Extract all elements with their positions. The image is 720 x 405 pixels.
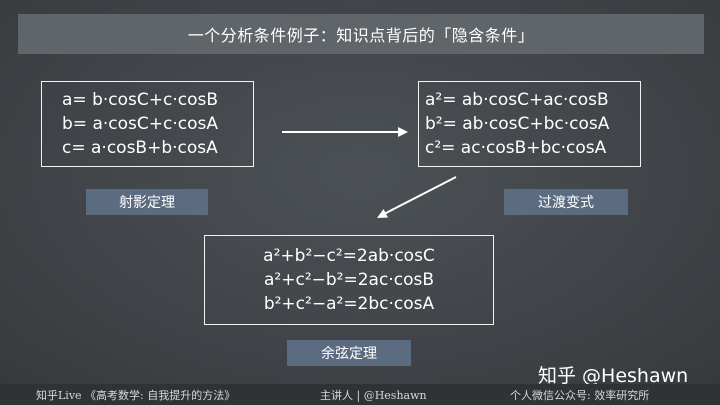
transition-variant-label: 过渡变式 xyxy=(504,189,628,215)
projection-formula-c: c= a·cosB+b·cosA xyxy=(62,138,218,158)
cosine-formula-b: a²+c²−b²=2ac·cosB xyxy=(264,270,434,290)
footer-speaker: 主讲人 | @Heshawn xyxy=(320,389,427,402)
projection-theorem-label: 射影定理 xyxy=(86,189,208,215)
projection-formula-box: a= b·cosC+c·cosB b= a·cosC+c·cosA c= a·c… xyxy=(41,81,254,167)
flow-arrows xyxy=(282,127,457,218)
transition-formula-b: b²= ab·cosC+bc·cosA xyxy=(425,114,610,134)
projection-formula-b: b= a·cosC+c·cosA xyxy=(62,114,218,134)
footer-course-title: 知乎Live 《高考数学: 自我提升的方法》 xyxy=(36,389,236,402)
cosine-formula-c: a²+b²−c²=2ab·cosC xyxy=(263,246,435,266)
zhihu-watermark: 知乎 @Heshawn xyxy=(538,365,689,387)
footer-wechat: 个人微信公众号: 效率研究所 xyxy=(510,389,650,402)
transition-formula-c: c²= ac·cosB+bc·cosA xyxy=(425,138,607,158)
slide: 一个分析条件例子：知识点背后的「隐含条件」 a= b·cosC+c·cosB b… xyxy=(0,0,720,387)
transition-formula-box: a²= ab·cosC+ac·cosB b²= ab·cosC+bc·cosA … xyxy=(418,81,641,167)
transition-variant-label-text: 过渡变式 xyxy=(538,195,594,211)
footer-bar: 知乎Live 《高考数学: 自我提升的方法》 主讲人 | @Heshawn 个人… xyxy=(0,384,720,405)
cosine-formula-box: a²+b²−c²=2ab·cosC a²+c²−b²=2ac·cosB b²+c… xyxy=(204,235,494,325)
cosine-formula-a: b²+c²−a²=2bc·cosA xyxy=(263,294,435,314)
slide-title: 一个分析条件例子：知识点背后的「隐含条件」 xyxy=(18,14,704,54)
projection-theorem-label-text: 射影定理 xyxy=(119,195,175,211)
transition-formula-a: a²= ab·cosC+ac·cosB xyxy=(425,90,609,110)
slide-title-text: 一个分析条件例子：知识点背后的「隐含条件」 xyxy=(187,26,535,45)
projection-formula-a: a= b·cosC+c·cosB xyxy=(62,90,218,110)
arrow-down-left-icon xyxy=(377,176,457,218)
cosine-theorem-label: 余弦定理 xyxy=(287,340,411,366)
arrow-right-icon xyxy=(282,127,408,137)
cosine-theorem-label-text: 余弦定理 xyxy=(321,346,377,362)
